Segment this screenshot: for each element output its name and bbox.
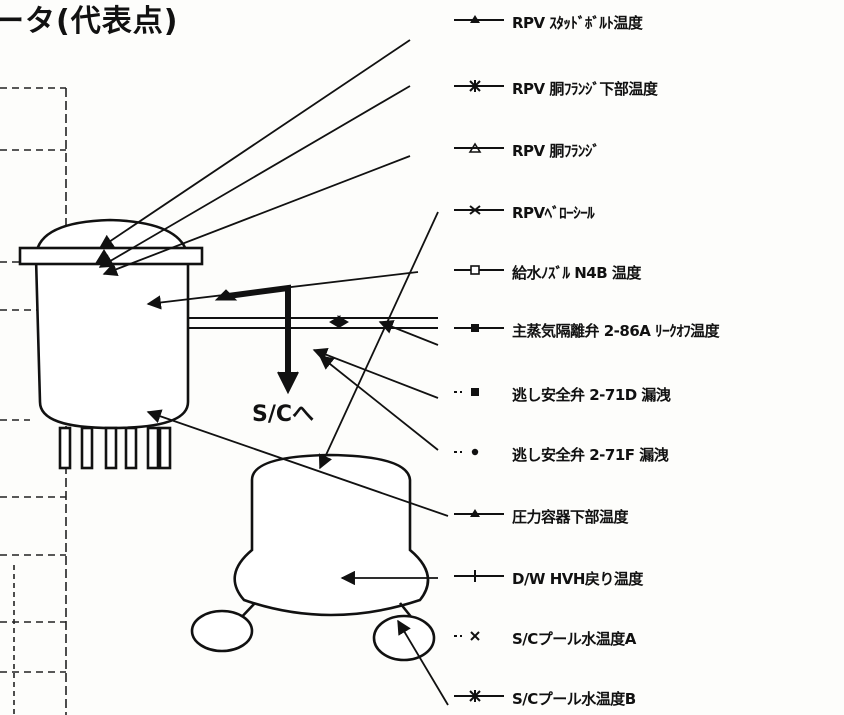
legend-label: RPVﾍﾞﾛｰｼｰﾙ bbox=[512, 204, 595, 222]
legend-item-sc-pool-temp-b: S/Cプール水温度B bbox=[448, 684, 844, 714]
legend-marker-x-only bbox=[454, 631, 480, 641]
legend-item-msiv-leakoff-temp: 主蒸気隔離弁 2-86A ﾘｰｸｵﾌ温度 bbox=[448, 316, 844, 346]
legend-label: D/W HVH戻り温度 bbox=[512, 570, 643, 588]
legend-item-feedwater-nozzle-temp: 給水ﾉｽﾞﾙ N4B 温度 bbox=[448, 258, 844, 288]
legend-item-rpv-bellows-seal: RPVﾍﾞﾛｰｼｰﾙ bbox=[448, 198, 844, 228]
legend-label: 給水ﾉｽﾞﾙ N4B 温度 bbox=[512, 264, 641, 282]
legend-marker-asterisk bbox=[454, 80, 504, 92]
leader-lines bbox=[98, 39, 449, 706]
legend-label: S/Cプール水温度B bbox=[512, 690, 636, 708]
legend-marker-open-square bbox=[454, 265, 504, 275]
sc-arrow-label: S/Cへ bbox=[252, 402, 315, 427]
main-steam-line bbox=[188, 317, 438, 329]
legend-item-dw-hvh-return-temp: D/W HVH戻り温度 bbox=[448, 564, 844, 594]
legend-marker-dot bbox=[454, 448, 479, 456]
legend-label: RPV ｽﾀｯﾄﾞﾎﾞﾙﾄ温度 bbox=[512, 14, 643, 32]
legend-item-rpv-flange: RPV 胴ﾌﾗﾝｼﾞ bbox=[448, 136, 844, 166]
legend-marker-filled-triangle bbox=[454, 15, 504, 23]
legend-marker-x-cross bbox=[454, 205, 504, 215]
legend-label: RPV 胴ﾌﾗﾝｼﾞ下部温度 bbox=[512, 80, 658, 98]
legend-label: 逃し安全弁 2-71D 漏洩 bbox=[512, 386, 671, 404]
legend-item-sc-pool-temp-a: S/Cプール水温度A bbox=[448, 624, 844, 654]
relief-pipe-to-sc bbox=[227, 284, 299, 395]
legend-label: 主蒸気隔離弁 2-86A ﾘｰｸｵﾌ温度 bbox=[512, 322, 720, 340]
legend-marker-asterisk bbox=[454, 690, 504, 702]
vessel-markers bbox=[95, 249, 349, 329]
legend-marker-filled-square bbox=[454, 388, 479, 396]
legend-item-relief-valve-71d: 逃し安全弁 2-71D 漏洩 bbox=[448, 380, 844, 410]
legend-marker-plus bbox=[454, 570, 504, 582]
legend-item-vessel-bottom-temp: 圧力容器下部温度 bbox=[448, 502, 844, 532]
legend-label: 逃し安全弁 2-71F 漏洩 bbox=[512, 446, 669, 464]
reactor-pressure-vessel bbox=[18, 218, 204, 470]
legend-item-rpv-flange-lower-temp: RPV 胴ﾌﾗﾝｼﾞ下部温度 bbox=[448, 74, 844, 104]
legend-marker-filled-triangle bbox=[454, 509, 504, 517]
legend-item-rpv-stud-bolt-temp: RPV ｽﾀｯﾄﾞﾎﾞﾙﾄ温度 bbox=[448, 8, 844, 38]
legend-label: S/Cプール水温度A bbox=[512, 630, 636, 648]
legend-marker-open-triangle bbox=[454, 142, 504, 153]
suppression-chamber bbox=[190, 453, 436, 662]
diagram-title: ータ(代表点) bbox=[0, 4, 179, 39]
legend-label: 圧力容器下部温度 bbox=[512, 508, 629, 526]
legend-label: RPV 胴ﾌﾗﾝｼﾞ bbox=[512, 142, 600, 160]
legend-marker-filled-square bbox=[454, 324, 504, 332]
legend-item-relief-valve-71f: 逃し安全弁 2-71F 漏洩 bbox=[448, 440, 844, 470]
